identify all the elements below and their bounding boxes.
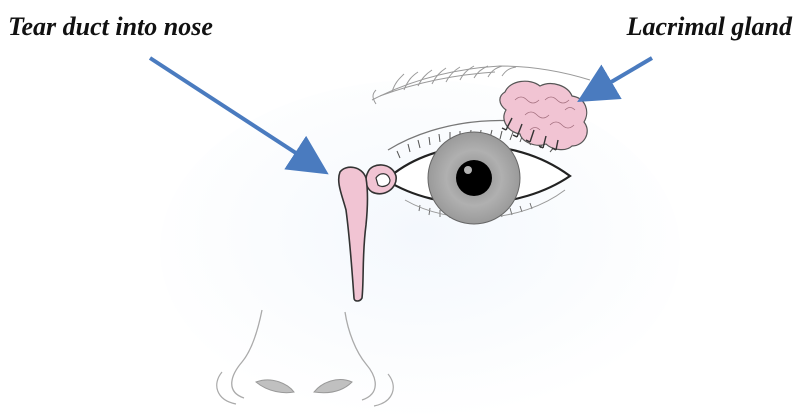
lacrimal-sac <box>366 165 396 194</box>
pupil <box>456 160 492 196</box>
lacrimal-gland-arrow <box>584 58 652 98</box>
pupil-highlight <box>464 166 472 174</box>
